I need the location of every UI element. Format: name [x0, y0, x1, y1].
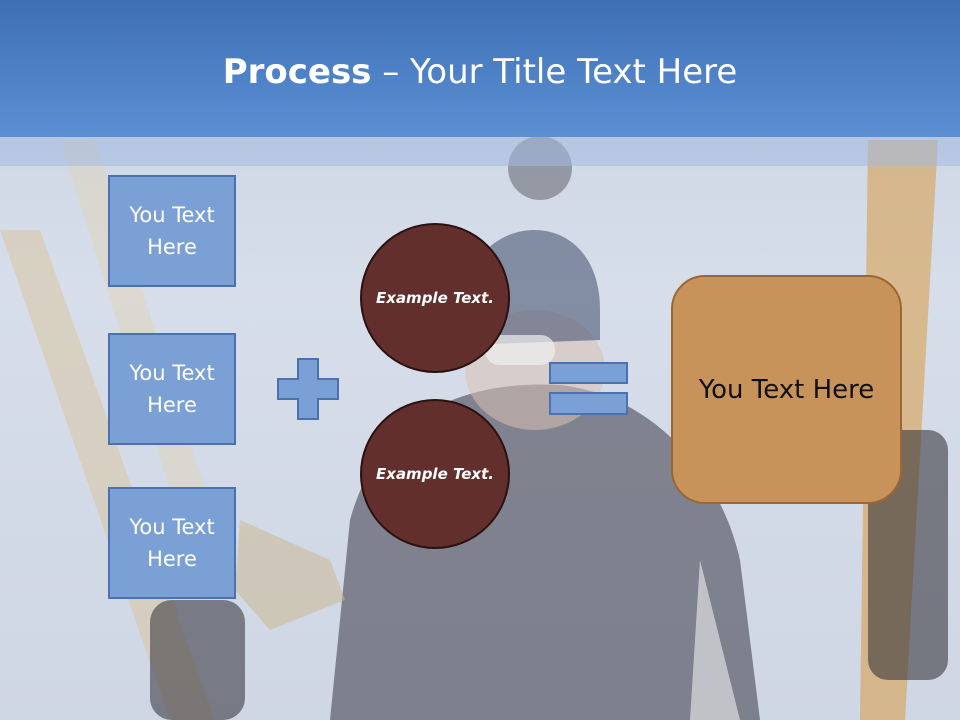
equals-icon	[549, 362, 628, 415]
slide-title-bold: Process	[222, 52, 372, 92]
slide-title-rest: – Your Title Text Here	[371, 52, 738, 92]
slide-title: Process – Your Title Text Here	[0, 52, 960, 92]
input-box-3: You Text Here	[108, 487, 236, 599]
example-circle-1: Example Text.	[360, 223, 510, 373]
title-bar-strip	[0, 137, 960, 166]
plus-icon	[277, 358, 339, 420]
result-box: You Text Here	[671, 275, 902, 504]
example-circle-2: Example Text.	[360, 399, 510, 549]
input-box-1: You Text Here	[108, 175, 236, 287]
title-bar	[0, 0, 960, 137]
input-box-2: You Text Here	[108, 333, 236, 445]
